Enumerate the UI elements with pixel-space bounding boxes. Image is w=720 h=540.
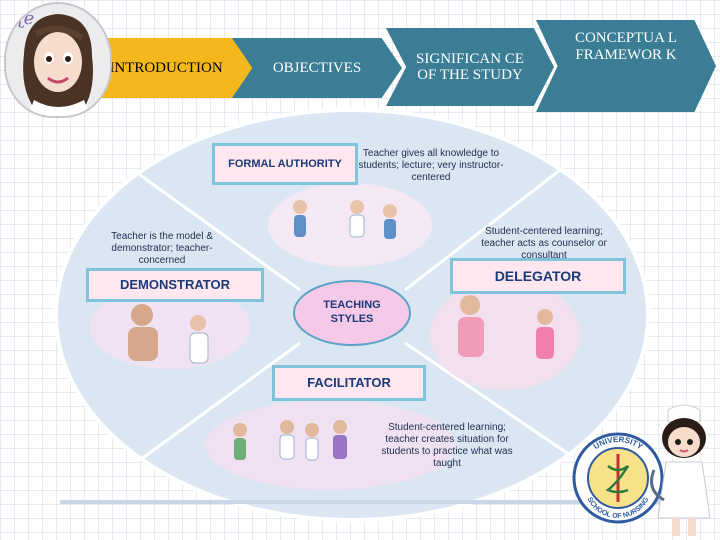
facilitator-scene (205, 400, 455, 490)
divider-top-left (139, 173, 301, 292)
nav-conceptual-label: CONCEPTUA L FRAMEWOR K (574, 30, 678, 63)
demonstrator-label: DEMONSTRATOR (86, 268, 264, 302)
formal-authority-description: Teacher gives all knowledge to students;… (358, 148, 504, 183)
formal-authority-label-text: FORMAL AUTHORITY (228, 157, 342, 170)
school-of-nursing-logo: UNIVERSITY SCHOOL OF NURSING (572, 432, 664, 524)
center-label-text: TEACHING STYLES (323, 299, 381, 326)
demonstrator-description: Teacher is the model & demonstrator; tea… (111, 231, 213, 266)
teaching-styles-diagram (54, 108, 650, 522)
cartoon-avatar: ɖe (4, 2, 112, 118)
nav-objectives[interactable]: OBJECTIVES (232, 38, 402, 98)
delegator-label-text: DELEGATOR (494, 267, 582, 284)
delegator-description: Student-centered learning; teacher acts … (481, 226, 607, 261)
divider-top-right (404, 168, 561, 292)
nav-significance[interactable]: SIGNIFICAN CE OF THE STUDY (386, 28, 554, 106)
delegator-label: DELEGATOR (450, 258, 626, 294)
bottom-divider (60, 500, 660, 504)
delegator-scene (430, 280, 580, 390)
demonstrator-figures (128, 304, 209, 364)
section-nav: INTRODUCTION OBJECTIVES SIGNIFICAN CE OF… (0, 0, 720, 112)
delegator-figures (458, 295, 554, 359)
divider-bottom-right (404, 341, 571, 457)
center-oval (293, 280, 411, 346)
divider-bottom-left (139, 341, 301, 462)
nav-conceptual-framework[interactable]: CONCEPTUA L FRAMEWOR K (536, 20, 716, 112)
formal-authority-figures (293, 200, 397, 239)
facilitator-label-text: FACILITATOR (307, 374, 391, 390)
nav-significance-label: SIGNIFICAN CE OF THE STUDY (416, 50, 524, 84)
demonstrator-label-text: DEMONSTRATOR (119, 276, 231, 292)
facilitator-figures (233, 420, 347, 461)
facilitator-description: Student-centered learning; teacher creat… (381, 422, 513, 469)
facilitator-label: FACILITATOR (272, 365, 426, 401)
nurse-mascot (650, 404, 711, 536)
nav-introduction-label: INTRODUCTION (109, 59, 223, 76)
center-label: TEACHING STYLES (302, 298, 402, 327)
formal-authority-label: FORMAL AUTHORITY (212, 143, 358, 185)
nav-objectives-label: OBJECTIVES (272, 59, 362, 76)
